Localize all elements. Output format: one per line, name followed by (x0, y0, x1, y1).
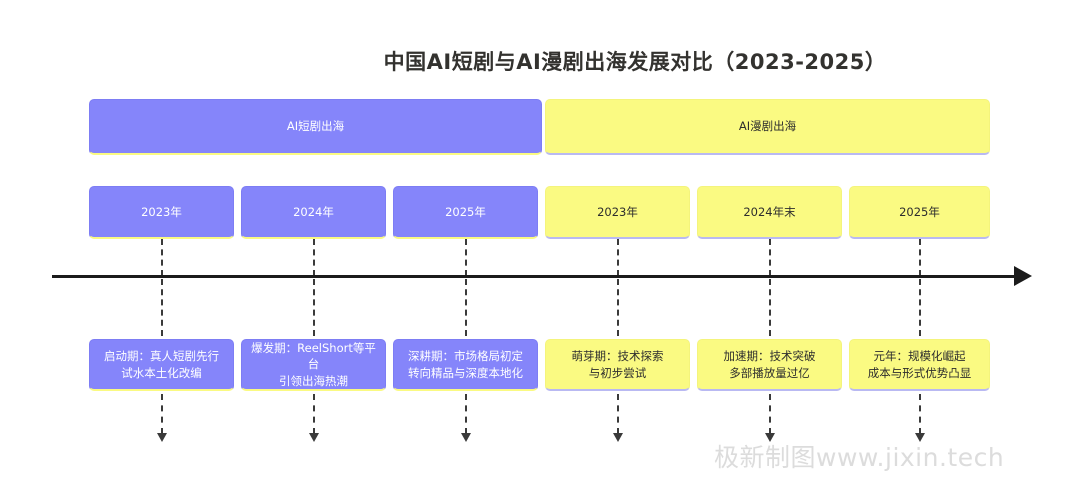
year-chip-right-2: 2024年末 (697, 186, 842, 239)
connector-dash-lower-1 (161, 394, 163, 434)
milestone-description-right-3: 元年：规模化崛起 成本与形式优势凸显 (849, 339, 990, 391)
year-label: 2025年 (445, 204, 486, 219)
year-label: 2023年 (141, 204, 182, 219)
year-chip-left-3: 2025年 (393, 186, 538, 239)
connector-dash-lower-6 (919, 394, 921, 434)
connector-dash-lower-5 (769, 394, 771, 434)
connector-dash-upper-4 (617, 239, 619, 276)
page-title: 中国AI短剧与AI漫剧出海发展对比（2023-2025） (383, 50, 887, 74)
milestone-text: 加速期：技术突破 多部播放量过亿 (723, 348, 816, 380)
milestone-description-right-2: 加速期：技术突破 多部播放量过亿 (697, 339, 842, 391)
connector-dash-upper-5 (769, 239, 771, 276)
connector-dash-mid-5 (769, 279, 771, 336)
year-label: 2025年 (899, 204, 940, 219)
connector-arrow-icon-5 (765, 433, 775, 442)
timeline-arrow-icon (1014, 266, 1032, 286)
track-header-label: AI短剧出海 (286, 119, 345, 134)
year-label: 2023年 (597, 204, 638, 219)
milestone-description-right-1: 萌芽期：技术探索 与初步尝试 (545, 339, 690, 391)
connector-dash-upper-2 (313, 239, 315, 276)
connector-arrow-icon-1 (157, 433, 167, 442)
milestone-description-left-2: 爆发期：ReelShort等平台 引领出海热潮 (241, 339, 386, 391)
track-header-label: AI漫剧出海 (738, 119, 797, 134)
connector-dash-upper-3 (465, 239, 467, 276)
timeline-axis (52, 275, 1020, 278)
connector-arrow-icon-2 (309, 433, 319, 442)
milestone-text: 萌芽期：技术探索 与初步尝试 (571, 348, 664, 380)
year-chip-right-1: 2023年 (545, 186, 690, 239)
milestone-text: 深耕期：市场格局初定 转向精品与深度本地化 (408, 348, 523, 380)
watermark: 极新制图www.jixin.tech (714, 443, 1005, 472)
connector-dash-lower-4 (617, 394, 619, 434)
connector-dash-mid-1 (161, 279, 163, 336)
milestone-description-left-3: 深耕期：市场格局初定 转向精品与深度本地化 (393, 339, 538, 391)
milestone-text: 元年：规模化崛起 成本与形式优势凸显 (867, 348, 972, 380)
connector-dash-mid-2 (313, 279, 315, 336)
connector-dash-mid-3 (465, 279, 467, 336)
connector-dash-lower-3 (465, 394, 467, 434)
year-chip-left-2: 2024年 (241, 186, 386, 239)
year-label: 2024年末 (743, 204, 796, 219)
milestone-text: 启动期：真人短剧先行 试水本土化改编 (104, 348, 219, 380)
connector-dash-mid-4 (617, 279, 619, 336)
milestone-description-left-1: 启动期：真人短剧先行 试水本土化改编 (89, 339, 234, 391)
connector-arrow-icon-4 (613, 433, 623, 442)
track-header-ai-short-drama: AI短剧出海 (89, 99, 542, 155)
connector-arrow-icon-3 (461, 433, 471, 442)
connector-dash-upper-1 (161, 239, 163, 276)
year-label: 2024年 (293, 204, 334, 219)
connector-arrow-icon-6 (915, 433, 925, 442)
track-header-ai-anime-drama: AI漫剧出海 (545, 99, 990, 155)
connector-dash-upper-6 (919, 239, 921, 276)
connector-dash-lower-2 (313, 394, 315, 434)
connector-dash-mid-6 (919, 279, 921, 336)
milestone-text: 爆发期：ReelShort等平台 引领出海热潮 (251, 340, 376, 388)
year-chip-left-1: 2023年 (89, 186, 234, 239)
year-chip-right-3: 2025年 (849, 186, 990, 239)
